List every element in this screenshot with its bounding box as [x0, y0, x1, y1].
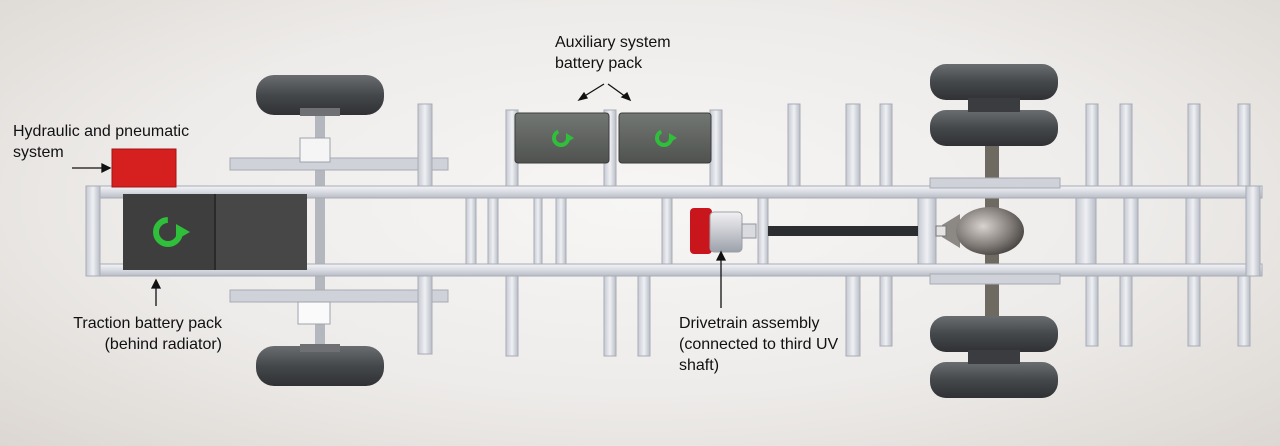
drivetrain-label-line1: Drivetrain assembly [679, 315, 820, 332]
front-spring-bottom [297, 301, 331, 325]
hydraulic-label: Hydraulic and pneumatic system [13, 121, 189, 163]
drive-shaft [768, 226, 918, 236]
aux-battery-pack-2 [618, 112, 712, 164]
front-right-tire [256, 344, 384, 386]
front-axle-shaft [315, 110, 325, 350]
front-left-tire [256, 75, 384, 116]
drivetrain-label-line2: (connected to third UV [679, 336, 839, 353]
drivetrain-motor [690, 208, 757, 254]
hydraulic-label-line1: Hydraulic and pneumatic [13, 123, 190, 140]
rear-left-hub [968, 98, 1020, 112]
aux-battery-1-logo-icon [552, 129, 574, 147]
front-spring-top [299, 137, 331, 163]
main-frame [85, 185, 1263, 277]
aux-battery-pack-1 [514, 112, 610, 164]
drivetrain-label: Drivetrain assembly (connected to third … [679, 313, 838, 376]
traction-battery-label-line1: Traction battery pack [73, 315, 222, 332]
traction-battery-label-line2: (behind radiator) [104, 336, 222, 353]
annotation-arrows [72, 83, 727, 308]
aux-battery-label: Auxiliary system battery pack [555, 32, 671, 74]
hydraulic-pneumatic-unit [111, 148, 177, 188]
aux-battery-label-line2: battery pack [555, 55, 643, 72]
traction-battery-pack [123, 194, 307, 270]
traction-battery-label: Traction battery pack (behind radiator) [58, 313, 222, 355]
aux-battery-label-line1: Auxiliary system [555, 34, 671, 51]
drivetrain-label-line3: shaft) [679, 357, 720, 374]
rear-right-hub [968, 350, 1020, 364]
front-steering-arm-bottom [229, 289, 449, 303]
rear-left-tire-inner [930, 110, 1058, 146]
traction-battery-logo-icon [153, 217, 190, 247]
rear-spring-left [929, 177, 1061, 189]
rear-differential [935, 207, 1024, 255]
rear-spring-right [929, 273, 1061, 285]
rear-left-tire-outer [930, 64, 1058, 100]
hydraulic-label-line2: system [13, 144, 64, 161]
frame-outriggers [417, 103, 1251, 357]
aux-battery-2-logo-icon [655, 129, 677, 147]
rear-right-tire-outer [930, 362, 1058, 398]
front-steering-arm-top [229, 157, 449, 171]
rear-right-tire-inner [930, 316, 1058, 352]
